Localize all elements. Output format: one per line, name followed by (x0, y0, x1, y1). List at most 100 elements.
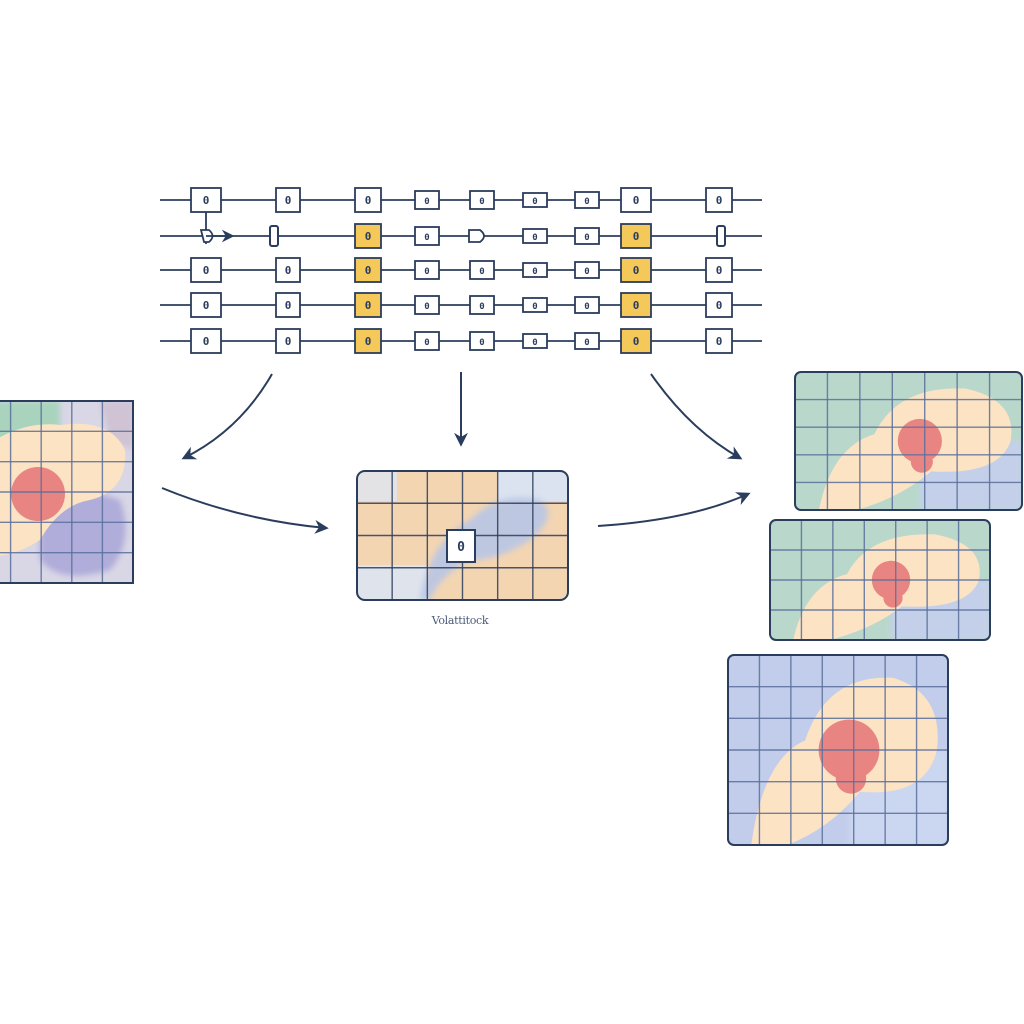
svg-text:0: 0 (633, 299, 640, 312)
svg-text:0: 0 (479, 302, 484, 312)
svg-text:0: 0 (365, 264, 372, 277)
svg-text:0: 0 (457, 540, 465, 555)
barrier-icon (716, 225, 726, 247)
svg-text:0: 0 (532, 267, 537, 277)
gate: 0 (414, 260, 440, 280)
svg-text:0: 0 (479, 197, 484, 207)
right-heatmap-stack (724, 366, 1024, 849)
svg-text:0: 0 (584, 302, 589, 312)
svg-text:0: 0 (203, 299, 210, 312)
svg-text:0: 0 (365, 230, 372, 243)
svg-text:0: 0 (424, 233, 429, 243)
gate: 0 (190, 257, 222, 283)
gate: 0 (522, 333, 548, 349)
svg-text:0: 0 (365, 335, 372, 348)
highlighted-gate: 0 (620, 292, 652, 318)
highlighted-gate: 0 (354, 223, 382, 249)
gate: 0 (705, 328, 733, 354)
highlighted-gate: 0 (354, 292, 382, 318)
highlighted-gate: 0 (620, 328, 652, 354)
gate: 0 (705, 257, 733, 283)
result-heatmap-3 (724, 649, 952, 849)
svg-text:0: 0 (716, 194, 723, 207)
highlighted-gate: 0 (620, 257, 652, 283)
svg-text:0: 0 (716, 299, 723, 312)
gate: 0 (705, 187, 733, 213)
gate: 0 (275, 187, 301, 213)
svg-text:0: 0 (584, 338, 589, 348)
gate: 0 (620, 187, 652, 213)
gate: 0 (275, 257, 301, 283)
gate: 0 (414, 226, 440, 246)
svg-text:0: 0 (479, 338, 484, 348)
svg-text:0: 0 (285, 299, 292, 312)
svg-text:0: 0 (532, 338, 537, 348)
gate: 0 (574, 261, 600, 279)
svg-text:0: 0 (584, 197, 589, 207)
gate: 0 (190, 292, 222, 318)
svg-text:0: 0 (584, 233, 589, 243)
center-heatmap-panel: 0 (356, 470, 569, 601)
center-panel-caption: Volattitock (431, 614, 489, 627)
svg-text:0: 0 (424, 197, 429, 207)
arrow-center-to-right-icon (597, 492, 751, 527)
gate: 0 (469, 260, 495, 280)
result-heatmap-2 (766, 514, 994, 644)
gate: 0 (414, 331, 440, 351)
gate: 0 (469, 295, 495, 315)
svg-text:0: 0 (285, 194, 292, 207)
arrow-to-right-stack-icon (650, 373, 743, 460)
and-gate-icon (468, 229, 485, 243)
svg-text:0: 0 (716, 264, 723, 277)
svg-text:0: 0 (532, 302, 537, 312)
svg-text:0: 0 (479, 267, 484, 277)
gate: 0 (574, 227, 600, 245)
gate: 0 (414, 190, 440, 210)
center-gate (446, 529, 476, 563)
svg-text:0: 0 (424, 267, 429, 277)
svg-text:0: 0 (203, 264, 210, 277)
result-heatmap-1 (791, 366, 1024, 514)
gate: 0 (522, 192, 548, 208)
gate: 0 (574, 332, 600, 350)
svg-text:0: 0 (285, 335, 292, 348)
svg-text:0: 0 (716, 335, 723, 348)
quantum-circuit: 0 0 0 0 0 0 0 0 0 0 0 0 0 0 0 0 0 0 0 0 0 0 0 0 0 0 0 0 0 0 0 0 0 0 0 0 0 0 0 0… (160, 187, 762, 354)
svg-text:0: 0 (584, 267, 589, 277)
highlighted-gate: 0 (354, 257, 382, 283)
svg-text:0: 0 (532, 197, 537, 207)
svg-text:0: 0 (532, 233, 537, 243)
svg-text:0: 0 (365, 194, 372, 207)
highlighted-gate: 0 (354, 328, 382, 354)
gate: 0 (574, 191, 600, 209)
arrow-to-left-panel-icon (181, 373, 273, 460)
svg-text:0: 0 (633, 230, 640, 243)
svg-text:0: 0 (365, 299, 372, 312)
gate: 0 (574, 296, 600, 314)
gate: 0 (275, 292, 301, 318)
gate: 0 (469, 190, 495, 210)
svg-text:0: 0 (424, 338, 429, 348)
gate: 0 (354, 187, 382, 213)
highlighted-gate: 0 (620, 223, 652, 249)
flow-arrows (161, 372, 751, 534)
barrier-icon (269, 225, 279, 247)
svg-text:0: 0 (285, 264, 292, 277)
gate: 0 (414, 295, 440, 315)
gate: 0 (522, 262, 548, 278)
gate: 0 (705, 292, 733, 318)
gate: 0 (190, 187, 222, 213)
svg-text:0: 0 (203, 335, 210, 348)
arrow-left-to-center-icon (161, 487, 329, 534)
gate: 0 (522, 297, 548, 313)
svg-text:0: 0 (424, 302, 429, 312)
svg-text:0: 0 (633, 194, 640, 207)
gate: 0 (522, 228, 548, 244)
svg-text:0: 0 (633, 335, 640, 348)
left-heatmap-panel (0, 400, 134, 584)
svg-text:0: 0 (203, 194, 210, 207)
svg-text:0: 0 (633, 264, 640, 277)
gate: 0 (469, 331, 495, 351)
gate: 0 (190, 328, 222, 354)
